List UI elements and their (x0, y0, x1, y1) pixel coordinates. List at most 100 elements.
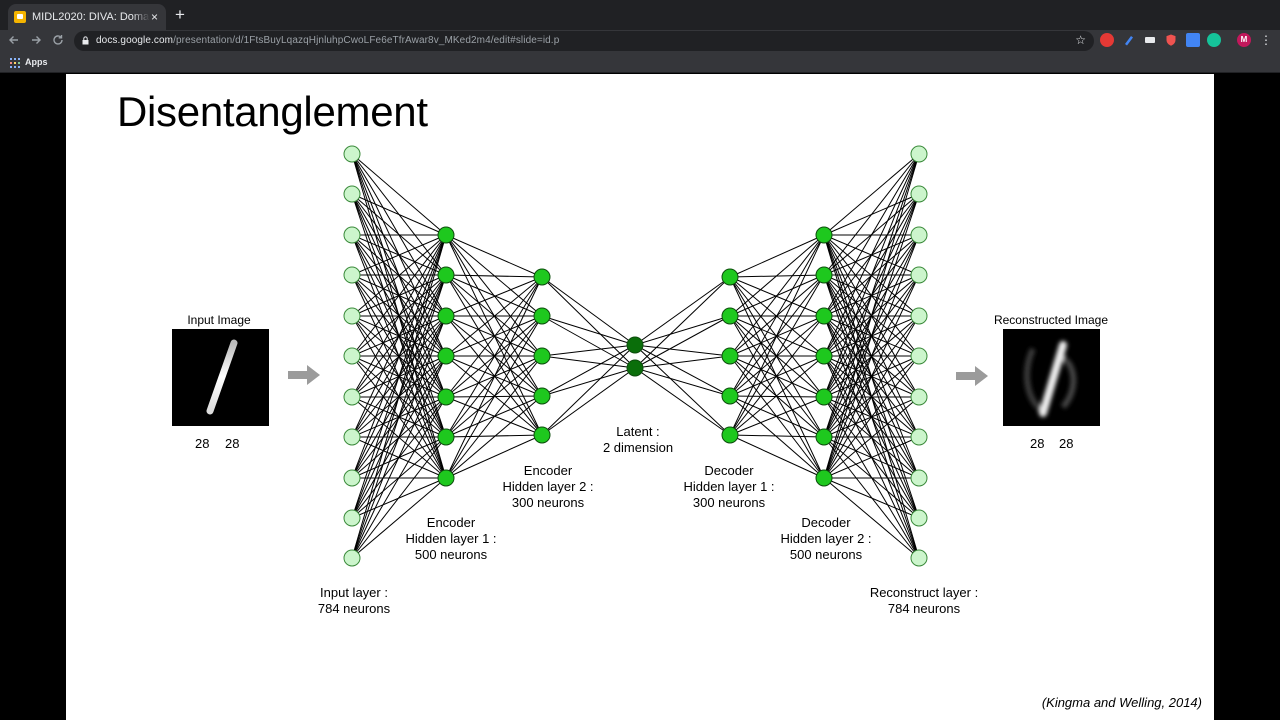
dec2-neuron (815, 266, 833, 284)
connection-line (729, 274, 825, 436)
connection-line (729, 234, 825, 278)
extension-keyboard-icon[interactable] (1143, 33, 1157, 47)
connection-line (634, 367, 731, 436)
latent-layer-label: Latent :2 dimension (602, 424, 674, 455)
connection-line (634, 315, 731, 369)
connection-line (729, 234, 825, 357)
connection-line (445, 276, 543, 317)
tab-close-icon[interactable]: × (150, 10, 158, 24)
dec1-neuron (721, 387, 739, 405)
connection-line (351, 234, 447, 559)
enc2-neuron (533, 347, 551, 365)
connection-line (445, 395, 543, 479)
connection-line (351, 234, 447, 357)
connection-line (634, 276, 731, 346)
connection-line (634, 367, 731, 397)
connection-line (634, 276, 731, 369)
input-neuron (343, 509, 361, 527)
connection-line (823, 153, 920, 438)
input-neuron (343, 226, 361, 244)
connection-line (445, 315, 543, 479)
connection-line (351, 234, 447, 438)
apps-grid-icon[interactable] (10, 58, 20, 68)
connection-line (351, 234, 447, 317)
dec2-neuron (815, 226, 833, 244)
connection-line (729, 234, 825, 317)
connection-line (445, 355, 543, 479)
enc1-neuron (437, 266, 455, 284)
input-dim-b: 28 (225, 436, 240, 451)
connection-line (823, 153, 920, 236)
connection-line (351, 436, 447, 559)
connection-line (729, 395, 825, 479)
connection-line (729, 276, 825, 398)
connection-line (823, 193, 920, 479)
extension-translate-icon[interactable] (1186, 33, 1200, 47)
extension-grammarly-icon[interactable] (1207, 33, 1221, 47)
extension-pen-icon[interactable] (1122, 33, 1136, 47)
enc2-neuron (533, 268, 551, 286)
citation: (Kingma and Welling, 2014) (1041, 695, 1202, 710)
forward-icon[interactable] (28, 33, 44, 47)
input-layer-label: Input layer :784 neurons (317, 585, 391, 616)
tab-title: MIDL2020: DIVA: Domain Invariant Variati… (32, 11, 150, 23)
connection-line (729, 395, 825, 398)
url-text: docs.google.com/presentation/d/1FtsBuyLq… (96, 35, 560, 46)
reconstructed-digit-image (1003, 329, 1100, 426)
enc1-neuron (437, 428, 455, 446)
output-neuron (910, 226, 928, 244)
input-image-caption: Input Image (187, 313, 251, 327)
reload-icon[interactable] (50, 33, 66, 47)
input-neuron (343, 266, 361, 284)
output-neuron (910, 347, 928, 365)
connection-line (823, 153, 920, 317)
connection-line (823, 315, 920, 479)
dec2-neuron (815, 388, 833, 406)
connection-line (541, 315, 636, 369)
chrome-menu-icon[interactable]: ⋮ (1260, 33, 1272, 47)
extension-red-icon[interactable] (1100, 33, 1114, 47)
connection-line (729, 234, 825, 436)
reconstructed-dim-a: 28 (1030, 436, 1045, 451)
bookmarks-bar: Apps (0, 52, 1280, 73)
connection-line (634, 344, 731, 436)
connection-line (351, 234, 447, 519)
new-tab-button[interactable]: + (175, 5, 185, 24)
connection-line (445, 274, 543, 436)
dec2-neuron (815, 347, 833, 365)
connection-line (729, 315, 825, 397)
browser-tab[interactable]: MIDL2020: DIVA: Domain Invariant Variati… (8, 4, 166, 30)
connection-line (541, 367, 636, 436)
connection-line (541, 276, 636, 346)
slides-favicon-icon (14, 11, 26, 23)
connection-line (351, 315, 447, 559)
connection-line (729, 234, 825, 397)
connection-line (351, 477, 447, 559)
connection-line (445, 276, 543, 398)
extension-shield-icon[interactable] (1164, 33, 1178, 47)
connection-line (823, 234, 920, 479)
connection-line (445, 276, 543, 479)
address-bar[interactable]: docs.google.com/presentation/d/1FtsBuyLq… (74, 31, 1094, 51)
reconstructed-image-caption: Reconstructed Image (993, 313, 1109, 327)
connection-line (541, 315, 636, 346)
connection-line (823, 396, 920, 479)
connection-line (445, 355, 543, 436)
apps-bookmark[interactable]: Apps (25, 57, 48, 67)
connection-line (351, 396, 447, 559)
output-neuron (910, 509, 928, 527)
connection-line (445, 234, 543, 278)
network-diagram (343, 145, 928, 567)
neuron-nodes (343, 145, 928, 567)
connection-line (541, 344, 636, 397)
input-neuron (343, 469, 361, 487)
enc1-neuron (437, 469, 455, 487)
profile-avatar[interactable]: M (1237, 33, 1251, 47)
connection-line (351, 234, 447, 276)
bookmark-star-icon[interactable]: ☆ (1075, 33, 1086, 47)
back-icon[interactable] (6, 33, 22, 47)
slide-canvas: Disentanglement Input Image 28 28 Recons… (66, 74, 1214, 720)
enc2-neuron (533, 307, 551, 325)
